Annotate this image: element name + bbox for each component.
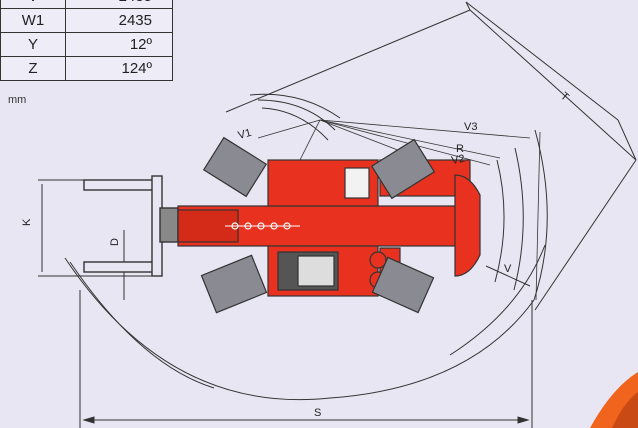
corner-accent-dark — [612, 392, 638, 428]
envelope-lines — [225, 1, 637, 311]
label-v2: V2 — [450, 153, 465, 167]
width-dimension — [79, 290, 533, 428]
label-v: V — [504, 263, 512, 275]
label-v3: V3 — [464, 121, 477, 133]
v-dimension — [485, 265, 531, 287]
label-k: K — [21, 218, 33, 226]
label-t: T — [558, 90, 571, 104]
dimension-value: 2435 — [65, 8, 173, 33]
dimension-key: Z — [0, 56, 66, 81]
tyres — [200, 136, 436, 314]
forks — [83, 175, 179, 277]
radius-lines — [257, 119, 541, 301]
dimension-table: V 2435 W1 2435 Y 12º Z 124º — [0, 0, 173, 81]
label-r: R — [456, 143, 464, 155]
dimension-value: 124º — [65, 56, 173, 81]
dimension-key: Y — [0, 32, 66, 57]
table-row: W1 2435 — [0, 8, 173, 33]
table-row: Y 12º — [0, 32, 173, 57]
label-s: S — [314, 407, 321, 419]
label-v1: V1 — [237, 127, 253, 142]
table-row: Z 124º — [0, 56, 173, 81]
turning-arcs — [64, 93, 548, 401]
dimension-key: W1 — [0, 8, 66, 33]
boom — [177, 205, 479, 247]
label-d: D — [109, 238, 121, 246]
unit-label: mm — [8, 94, 27, 106]
dimension-value: 12º — [65, 32, 173, 57]
